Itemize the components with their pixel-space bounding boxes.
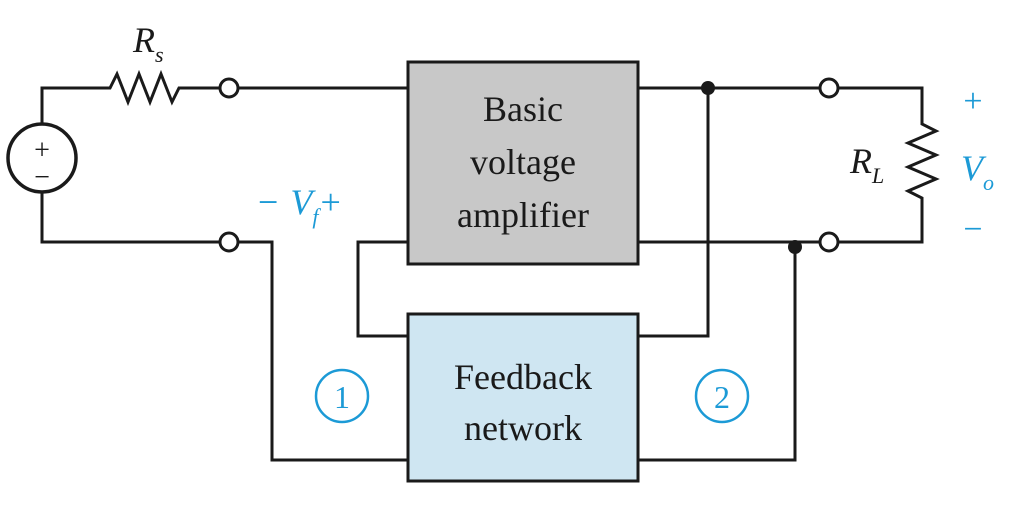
input-terminal-top [218, 77, 240, 99]
output-voltage-label: Vo [961, 148, 994, 195]
port-2-circle [694, 368, 750, 424]
output-terminal-bottom [818, 231, 840, 253]
output-plus-sign: + [963, 83, 982, 120]
input-bottom-wire [238, 240, 410, 462]
output-minus-sign: − [963, 211, 982, 248]
feedback-label-line-2: network [464, 408, 582, 448]
source-minus: − [34, 162, 50, 193]
port-2-label: 2 [714, 379, 730, 415]
amp-to-feedback-wire [356, 240, 410, 338]
load-bottom-wire [838, 204, 924, 244]
port-1-label: 1 [334, 379, 350, 415]
feedback-network-box [406, 312, 640, 483]
voltage-source-icon [6, 122, 78, 194]
port-1-circle [314, 368, 370, 424]
source-bottom-wire [40, 190, 220, 244]
amplifier-label-line-3: amplifier [457, 195, 589, 235]
amplifier-label-line-2: voltage [470, 142, 576, 182]
basic-voltage-amplifier-box [406, 60, 640, 266]
load-resistor-label: RL [849, 141, 884, 188]
load-top-wire [838, 86, 924, 120]
junction-dot-bottom [788, 240, 802, 254]
junction-dot-top [701, 81, 715, 95]
source-top-wire [40, 86, 102, 126]
amplifier-label-line-1: Basic [483, 89, 563, 129]
feedback-voltage-label: −Vf+ [258, 182, 341, 229]
output-terminal-top [818, 77, 840, 99]
input-terminal-bottom [218, 231, 240, 253]
source-plus: + [34, 135, 50, 166]
source-resistor [98, 69, 220, 107]
load-resistor [904, 116, 940, 208]
source-resistor-label: Rs [132, 20, 164, 67]
feedback-sample-wire-top [636, 86, 710, 338]
feedback-label-line-1: Feedback [454, 357, 592, 397]
feedback-sample-wire-bottom [636, 240, 797, 462]
